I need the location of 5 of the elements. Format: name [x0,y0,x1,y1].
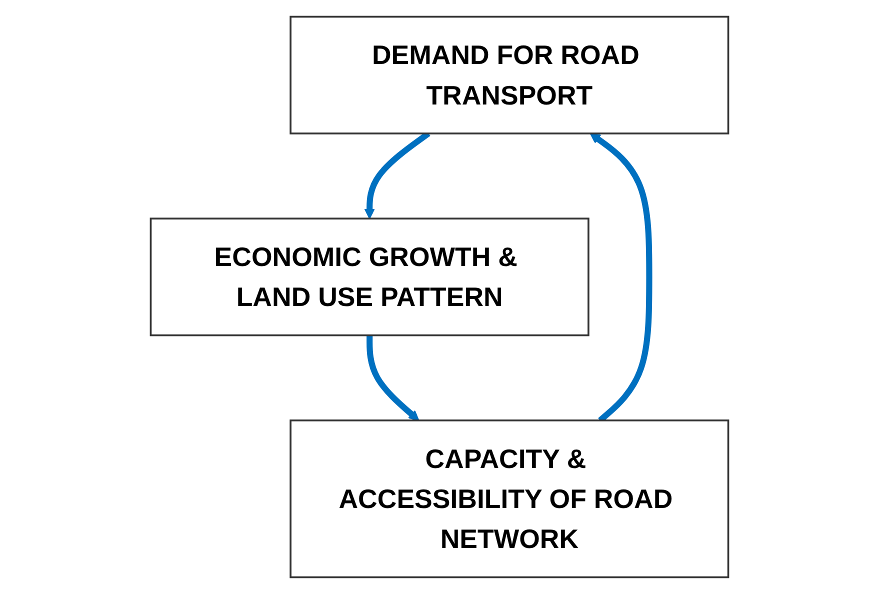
cycle-diagram: DEMAND FOR ROAD TRANSPORT ECONOMIC GROWTH & LAND USE PATTERN CAPACITY & ACCESSIBILITY OF ROAD NETWORK [140,6,738,586]
arrow [366,334,420,420]
node-box [150,217,590,336]
node-box [290,419,730,578]
node-box [290,15,730,134]
